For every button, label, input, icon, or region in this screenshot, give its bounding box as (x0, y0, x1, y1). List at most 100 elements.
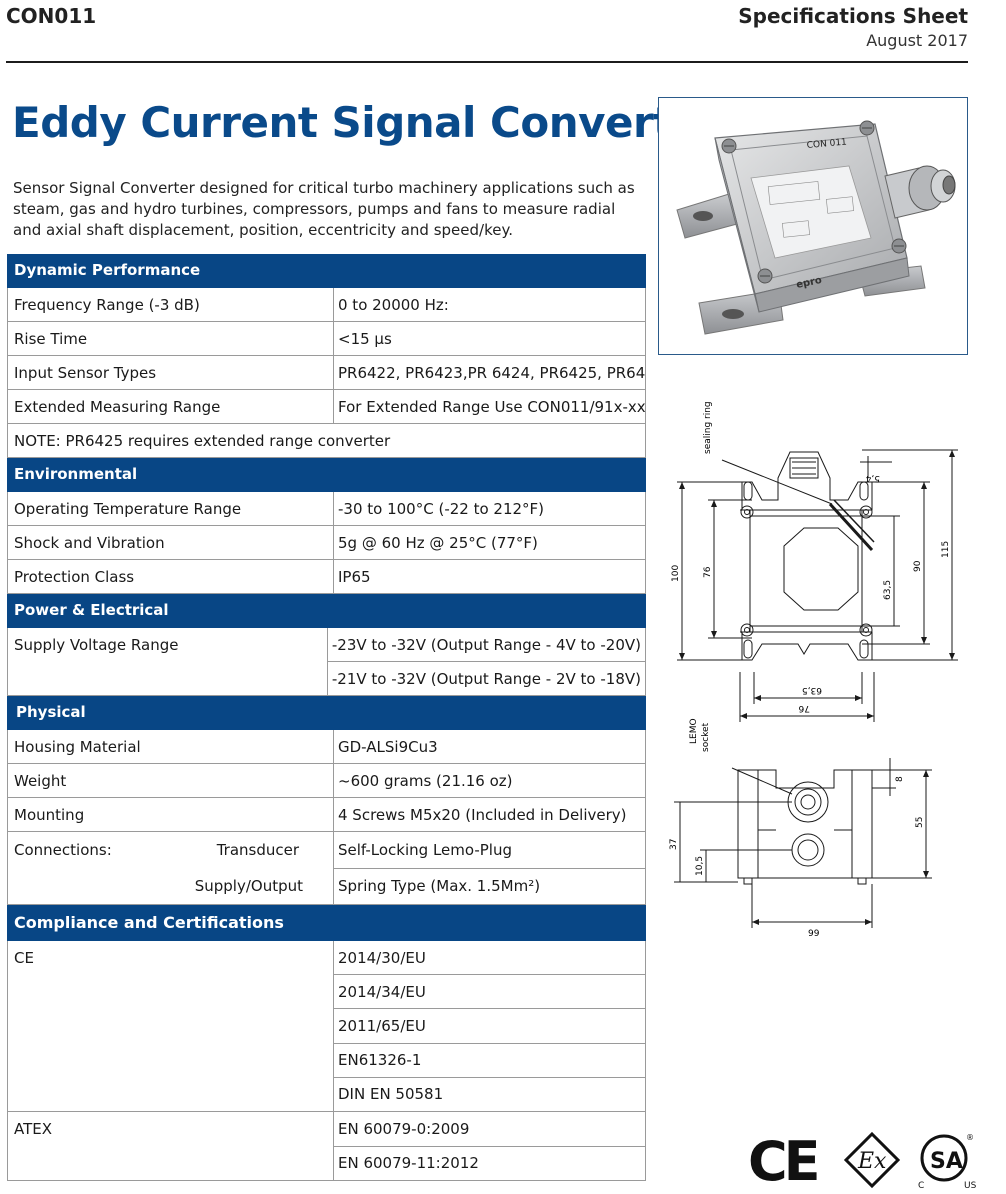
dim-63-5-vertical: 63,5 (883, 580, 893, 600)
table-row-atex: ATEX EN 60079-0:2009 EN 60079-11:2012 (7, 1112, 646, 1181)
photo-brand: epro (795, 275, 823, 291)
row-value: <15 µs (338, 329, 392, 348)
row-value: EN 60079-0:2009 (334, 1112, 645, 1147)
section-header-compliance: Compliance and Certifications (7, 905, 646, 941)
dim-90: 90 (913, 560, 923, 572)
row-value-group: Self-Locking Lemo-Plug Spring Type (Max.… (334, 832, 645, 904)
dim-99: 99 (808, 929, 820, 939)
table-row: Supply Voltage Range -23V to -32V (Outpu… (7, 628, 646, 696)
page-title: Eddy Current Signal Converter (12, 98, 721, 147)
row-label: Connections: (14, 840, 112, 859)
sheet-date: August 2017 (866, 31, 968, 50)
table-row: Rise Time <15 µs (7, 322, 646, 356)
table-row: Input Sensor Types PR6422, PR6423,PR 642… (7, 356, 646, 390)
row-label: Protection Class (8, 560, 334, 593)
photo-label: CON 011 (806, 138, 847, 151)
row-label: Supply Voltage Range (8, 628, 328, 695)
row-value: For Extended Range Use CON011/91x-xxx (338, 397, 645, 416)
row-label: CE (8, 941, 334, 1111)
row-label: Frequency Range (-3 dB) (8, 288, 334, 321)
document-code: CON011 (6, 4, 97, 28)
intro-paragraph: Sensor Signal Converter designed for cri… (13, 179, 635, 239)
table-row: Mounting 4 Screws M5x20 (Included in Del… (7, 798, 646, 832)
dim-37: 37 (669, 839, 679, 850)
table-row: Frequency Range (-3 dB) 0 to 20000 Hz: (7, 288, 646, 322)
dim-76-vertical: 76 (703, 566, 713, 578)
label-lemo: LEMO (689, 718, 699, 744)
row-sublabel: Transducer (216, 840, 299, 859)
section-title: Power & Electrical (14, 601, 169, 619)
section-title: Physical (16, 703, 86, 721)
registered-mark: ® (966, 1133, 974, 1142)
row-label: Input Sensor Types (8, 356, 334, 389)
row-value: 4 Screws M5x20 (Included in Delivery) (338, 805, 627, 824)
table-note: NOTE: PR6425 requires extended range con… (14, 431, 391, 450)
row-value: ~600 grams (21.16 oz) (338, 771, 513, 790)
table-row: Protection Class IP65 (7, 560, 646, 594)
row-label: Shock and Vibration (8, 526, 334, 559)
row-value-group: 2014/30/EU 2014/34/EU 2011/65/EU EN61326… (334, 941, 645, 1111)
row-label-group: Connections: Transducer Supply/Output (8, 832, 334, 904)
dim-8: 8 (895, 776, 905, 782)
row-label: Mounting (8, 798, 334, 831)
dim-76-horizontal: 76 (798, 703, 810, 713)
row-value-group: EN 60079-0:2009 EN 60079-11:2012 (334, 1112, 645, 1180)
row-value: Spring Type (Max. 1.5Mm²) (338, 877, 541, 896)
dim-115: 115 (941, 541, 951, 558)
table-row-connections: Connections: Transducer Supply/Output Se… (7, 832, 646, 905)
section-header-power: Power & Electrical (7, 594, 646, 628)
dim-55: 55 (915, 817, 925, 828)
row-value: -30 to 100°C (-22 to 212°F) (338, 499, 545, 518)
dimension-drawing-svg: sealing ring LEMO socket 5,4 100 76 115 … (669, 401, 958, 939)
csa-mark-icon: SA C US ® (918, 1133, 977, 1191)
table-row: Housing Material GD-ALSi9Cu3 (7, 730, 646, 764)
certification-marks: CE Ex SA C US ® (748, 1128, 998, 1193)
section-header-dynamic: Dynamic Performance (7, 254, 646, 288)
section-title: Environmental (14, 465, 138, 483)
row-value: -23V to -32V (Output Range - 4V to -20V) (327, 628, 645, 662)
csa-mark-text: SA (930, 1149, 963, 1174)
row-value: EN 60079-11:2012 (338, 1154, 479, 1173)
row-label: Housing Material (8, 730, 334, 763)
row-label: ATEX (8, 1112, 334, 1180)
dim-10-5: 10,5 (695, 856, 705, 876)
ce-mark-icon: CE (748, 1130, 817, 1190)
header-divider (6, 61, 968, 63)
label-socket: socket (701, 722, 711, 752)
row-value-group: -23V to -32V (Output Range - 4V to -20V)… (327, 628, 645, 695)
row-value: PR6422, PR6423,PR 6424, PR6425, PR6426 (338, 363, 645, 382)
label-sealing-ring: sealing ring (703, 401, 713, 454)
spec-table: Dynamic Performance Frequency Range (-3 … (7, 254, 646, 1181)
row-value: -21V to -32V (Output Range - 2V to -18V) (331, 669, 641, 688)
table-note-row: NOTE: PR6425 requires extended range con… (7, 424, 646, 458)
section-title: Dynamic Performance (14, 261, 201, 279)
row-value: 2011/65/EU (334, 1009, 645, 1044)
dim-100: 100 (671, 565, 681, 582)
table-row: Extended Measuring Range For Extended Ra… (7, 390, 646, 424)
table-row: Weight ~600 grams (21.16 oz) (7, 764, 646, 798)
row-value: IP65 (338, 567, 371, 586)
csa-c-text: C (918, 1181, 924, 1190)
section-header-physical: Physical (7, 696, 646, 730)
row-value: Self-Locking Lemo-Plug (334, 832, 645, 869)
product-photo: CON 011 epro (658, 97, 968, 355)
section-title: Compliance and Certifications (14, 913, 284, 932)
dim-5-4: 5,4 (865, 473, 880, 483)
atex-ex-icon: Ex (843, 1131, 901, 1189)
row-value: DIN EN 50581 (338, 1085, 444, 1104)
table-row: Operating Temperature Range -30 to 100°C… (7, 492, 646, 526)
row-value: 2014/30/EU (334, 941, 645, 976)
certification-marks-svg: CE Ex SA C US ® (748, 1130, 977, 1193)
row-value: GD-ALSi9Cu3 (338, 737, 438, 756)
row-label: Extended Measuring Range (8, 390, 334, 423)
row-label: Weight (8, 764, 334, 797)
row-label: Rise Time (8, 322, 334, 355)
csa-us-text: US (964, 1181, 977, 1190)
ex-mark-text: Ex (857, 1149, 887, 1174)
converter-illustration: CON 011 epro (676, 120, 956, 335)
row-value: 5g @ 60 Hz @ 25°C (77°F) (338, 533, 538, 552)
sheet-title: Specifications Sheet (738, 4, 968, 28)
row-value: EN61326-1 (334, 1044, 645, 1078)
row-value: 2014/34/EU (334, 975, 645, 1010)
table-row: Shock and Vibration 5g @ 60 Hz @ 25°C (7… (7, 526, 646, 560)
